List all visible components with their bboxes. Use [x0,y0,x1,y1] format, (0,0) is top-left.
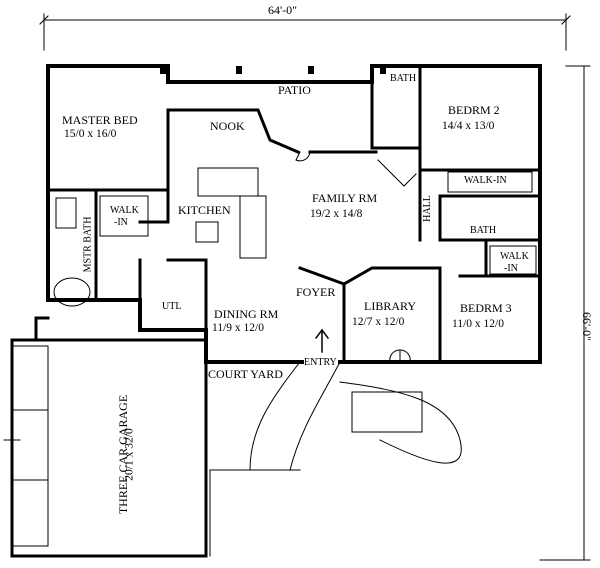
walkin-bed3-line2: -IN [504,263,518,274]
kitchen-counters [195,167,267,259]
door-swings [295,151,417,363]
walk-in-closets [99,171,537,275]
garage-walls [10,316,208,558]
walkin-master-line2: -IN [114,217,128,228]
depth-dimension-line [539,65,591,561]
dining-rm-size: 11/9 x 12/0 [212,322,264,334]
interior-walls [46,64,542,364]
bedrm2-size: 14/4 x 13/0 [442,120,495,132]
bath-top-label: BATH [390,73,417,84]
utl-label: UTL [162,301,182,312]
walkin-bed2-label: WALK-IN [464,175,507,186]
bath-mid-label: BATH [470,225,497,236]
walkin-master-line1: WALK [110,205,139,216]
garage-doors [3,345,49,547]
exterior-walls [46,64,542,364]
family-rm-label: FAMILY RM [312,191,378,205]
master-bed-size: 15/0 x 16/0 [64,128,117,140]
master-bath-fixtures [53,197,91,307]
column-markers [160,66,386,74]
overall-depth-label: 66'-0" [580,311,595,342]
bedrm2-label: BEDRM 2 [448,103,500,117]
courtyard-paths [209,361,462,557]
entry-label: ENTRY [304,357,337,368]
kitchen-label: KITCHEN [178,203,231,217]
bedrm3-size: 11/0 x 12/0 [452,318,504,330]
dining-rm-label: DINING RM [214,307,279,321]
entry-arrow [314,328,330,353]
overall-width-label: 64'-0" [268,3,298,17]
library-size: 12/7 x 12/0 [352,316,405,328]
bedrm3-label: BEDRM 3 [460,301,512,315]
walkin-bed3-line1: WALK [500,251,529,262]
family-rm-size: 19/2 x 14/8 [310,208,363,220]
hall-label: HALL [421,195,433,222]
library-label: LIBRARY [364,299,417,313]
master-bed-label: MASTER BED [62,113,138,127]
width-dimension-line [39,13,571,51]
patio-label: PATIO [278,83,311,97]
court-yard-label: COURT YARD [208,367,283,381]
garage-size: 20/1 x 32/0 [123,428,136,481]
mstr-bath-label: MSTR BATH [82,216,94,273]
foyer-label: FOYER [296,285,336,299]
nook-label: NOOK [210,119,245,133]
